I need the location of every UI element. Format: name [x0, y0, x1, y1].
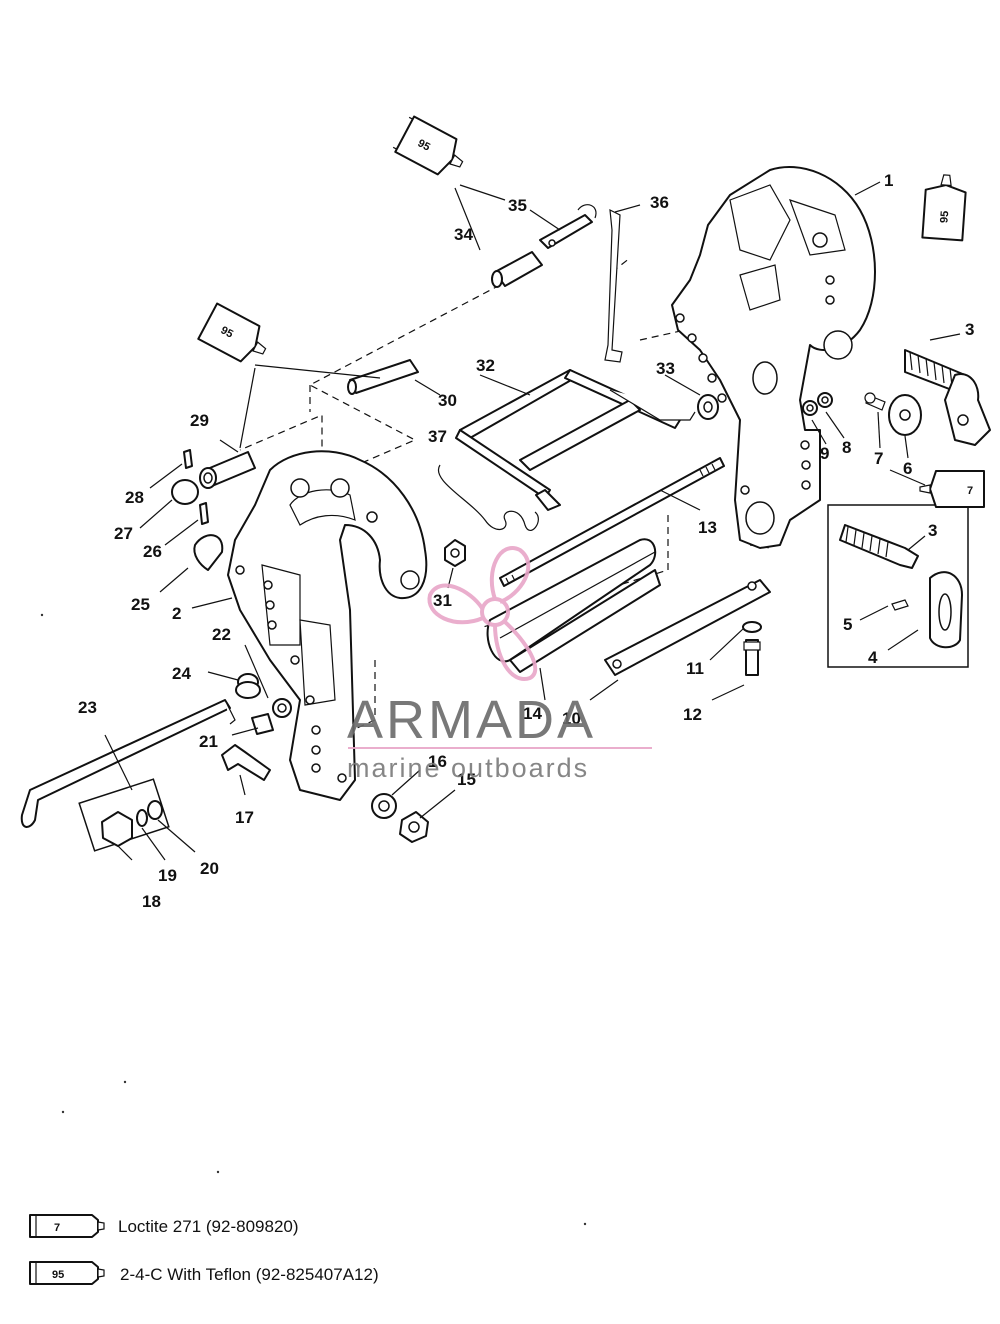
callout-30: 30 — [438, 391, 457, 410]
callout-17: 17 — [235, 808, 254, 827]
callout-18: 18 — [142, 892, 161, 911]
loctite-tube-right — [919, 470, 985, 508]
legend-text-grease: 2-4-C With Teflon (92-825407A12) — [120, 1265, 379, 1284]
callout-4: 4 — [868, 648, 878, 667]
callout-21: 21 — [199, 732, 218, 751]
left-small-hardware — [139, 449, 233, 609]
tube-95-top-label: 95 — [416, 137, 432, 153]
callout-23: 23 — [78, 698, 97, 717]
callout-22: 22 — [212, 625, 231, 644]
callout-3-inset: 3 — [928, 521, 937, 540]
left-clamp-bracket — [227, 450, 428, 801]
grease-tube-right: 95 — [921, 174, 967, 242]
armada-watermark: ARMADA marine outboards — [347, 546, 652, 783]
callout-1: 1 — [884, 171, 893, 190]
callout-27: 27 — [114, 524, 133, 543]
callout-9: 9 — [820, 444, 829, 463]
legend-text-loctite: Loctite 271 (92-809820) — [118, 1217, 299, 1236]
callout-labels: 1 2 3 3 4 5 6 7 8 9 10 11 12 13 14 15 16… — [78, 171, 974, 911]
tube-7-right-label: 7 — [967, 485, 973, 497]
tilt-tube-rod — [499, 457, 725, 587]
callout-13: 13 — [698, 518, 717, 537]
callout-37: 37 — [428, 427, 447, 446]
callout-29: 29 — [190, 411, 209, 430]
tube-95-right-label: 95 — [938, 210, 951, 223]
callout-14: 14 — [523, 704, 542, 723]
legend-code-95: 95 — [52, 1269, 64, 1281]
callout-7: 7 — [874, 449, 883, 468]
callout-26: 26 — [143, 542, 162, 561]
lower-hardware — [20, 644, 456, 861]
grease-tube-left: 95 — [197, 302, 267, 363]
upper-pin-assembly — [454, 184, 641, 363]
callout-36: 36 — [650, 193, 669, 212]
right-clamp-bracket — [671, 165, 876, 549]
callout-2: 2 — [172, 604, 181, 623]
swivel-tube — [486, 538, 661, 701]
pivot-pins — [199, 359, 441, 489]
tilt-lock-frame — [437, 369, 719, 532]
callout-3: 3 — [965, 320, 974, 339]
legend-code-7: 7 — [54, 1222, 60, 1234]
callout-33: 33 — [656, 359, 675, 378]
callout-24: 24 — [172, 664, 191, 683]
callout-11: 11 — [686, 659, 704, 678]
callout-25: 25 — [131, 595, 150, 614]
callout-16: 16 — [428, 752, 447, 771]
legend-item-loctite: 7 Loctite 271 (92-809820) — [29, 1214, 299, 1238]
callout-31: 31 — [433, 591, 452, 610]
tilt-lock-inset — [827, 504, 969, 668]
watermark-brand: ARMADA — [347, 690, 596, 750]
legend-item-grease: 95 2-4-C With Teflon (92-825407A12) — [29, 1261, 379, 1285]
watermark-tagline: marine outboards — [347, 753, 589, 783]
callout-8: 8 — [842, 438, 851, 457]
callout-12: 12 — [683, 705, 702, 724]
grease-tube-top: 95 — [392, 115, 464, 176]
callout-20: 20 — [200, 859, 219, 878]
propeller-logo — [427, 546, 538, 681]
callout-34: 34 — [454, 225, 473, 244]
tube-95-left-label: 95 — [219, 324, 235, 340]
tilt-lock-lever-assembly — [802, 181, 991, 486]
callout-35: 35 — [508, 196, 527, 215]
callout-28: 28 — [125, 488, 144, 507]
tie-bar-assembly — [589, 579, 771, 701]
callout-19: 19 — [158, 866, 177, 885]
callout-6: 6 — [903, 459, 912, 478]
callout-32: 32 — [476, 356, 495, 375]
callout-10: 10 — [562, 709, 581, 728]
callout-5: 5 — [843, 615, 852, 634]
locknut — [444, 539, 466, 589]
callout-15: 15 — [457, 770, 476, 789]
scan-specks — [40, 613, 587, 1226]
